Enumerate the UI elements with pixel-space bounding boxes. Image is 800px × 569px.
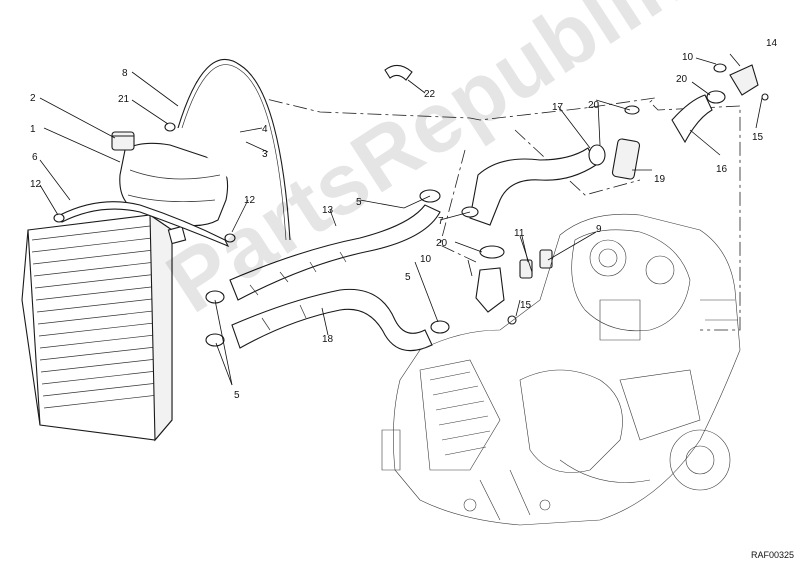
- overflow-hose-inner: [181, 64, 287, 241]
- callout-10-top: 10: [682, 52, 694, 63]
- assembly-boundary-line-2: [439, 149, 477, 263]
- callout-labels: 1 2 3 4 5 5 5 6 7 8 9 10 10 11 12 12 13 …: [30, 38, 778, 401]
- callout-21: 21: [118, 94, 130, 105]
- callout-20-top: 20: [676, 74, 688, 85]
- callout-20-mid: 20: [436, 238, 448, 249]
- callout-20-upper: 20: [588, 100, 600, 111]
- callout-13: 13: [322, 205, 334, 216]
- callout-15-mid: 15: [520, 300, 532, 311]
- junction-fitting: [475, 249, 553, 325]
- callout-5-left: 5: [234, 390, 240, 401]
- callout-5-upper: 5: [356, 197, 362, 208]
- callout-18: 18: [322, 334, 334, 345]
- callout-8: 8: [122, 68, 128, 79]
- radiator: [21, 213, 173, 442]
- assembly-boundary-line-3: [514, 129, 641, 196]
- callout-2: 2: [30, 93, 36, 104]
- callout-9: 9: [596, 224, 602, 235]
- callout-12-left: 12: [30, 179, 42, 190]
- callout-1: 1: [30, 124, 36, 135]
- engine-outline: [381, 213, 741, 526]
- callout-17: 17: [552, 102, 564, 113]
- thermostat-assembly: [611, 64, 769, 180]
- hose-6: [59, 201, 230, 248]
- assembly-boundary-line: [195, 81, 741, 331]
- callout-10-mid: 10: [420, 254, 432, 265]
- reference-code: RAF00325: [750, 550, 794, 560]
- hose-18: [231, 288, 433, 352]
- callout-4: 4: [262, 124, 268, 135]
- callout-19: 19: [654, 174, 666, 185]
- hose-13: [229, 204, 441, 301]
- callout-6: 6: [32, 152, 38, 163]
- callout-5-right: 5: [405, 272, 411, 283]
- callout-15-top: 15: [752, 132, 764, 143]
- leader-lines: [39, 53, 763, 386]
- callout-12-right: 12: [244, 195, 256, 206]
- callout-22: 22: [424, 89, 436, 100]
- callout-16: 16: [716, 164, 728, 175]
- callout-11: 11: [514, 228, 525, 239]
- expansion-tank: [111, 131, 229, 245]
- overflow-hose: [177, 59, 291, 241]
- callout-14: 14: [766, 38, 778, 49]
- callout-3: 3: [262, 149, 268, 160]
- callout-7: 7: [438, 216, 444, 227]
- hose-17: [469, 147, 597, 226]
